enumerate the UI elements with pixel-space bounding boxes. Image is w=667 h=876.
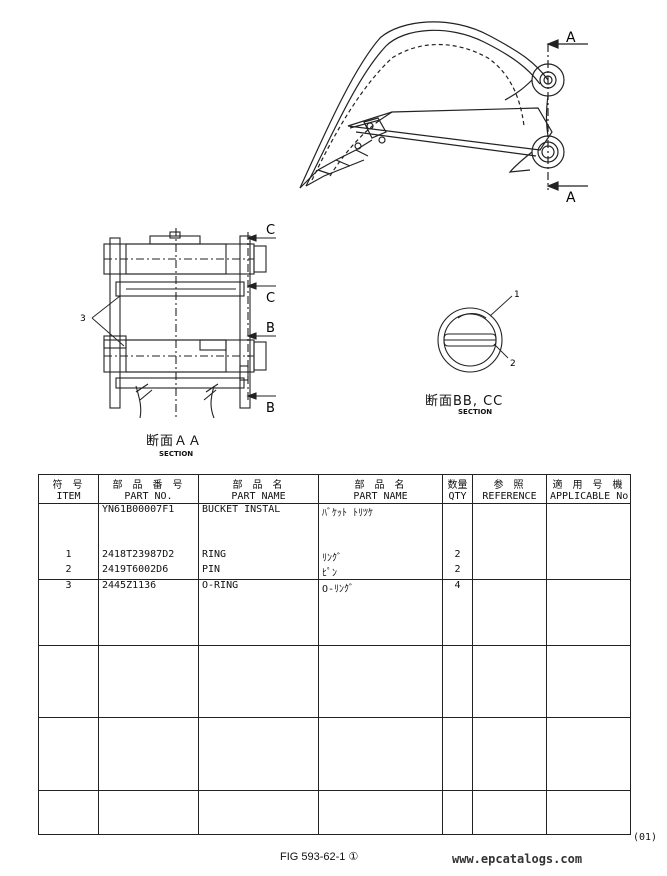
cell-part-no: YN61B00007F1 bbox=[98, 503, 199, 519]
table-row-blank bbox=[38, 790, 631, 835]
header-applicable: APPLICABLE No. bbox=[546, 491, 631, 504]
section-marker-a-bottom: A bbox=[566, 190, 576, 206]
header-part-no-jp: 部 品 番 号 bbox=[98, 474, 199, 491]
parts-list-table: 符 号 部 品 番 号 部 品 名 部 品 名 数量 参 照 適 用 号 機 I… bbox=[38, 474, 631, 835]
table-row: 3 2445Z1136 O-RING O-ﾘﾝｸﾞ 4 bbox=[38, 580, 631, 595]
cell-name-en: O-RING bbox=[198, 580, 319, 595]
cell-part-no: 2445Z1136 bbox=[98, 580, 199, 595]
table-header-en: ITEM PART NO. PART NAME PART NAME QTY RE… bbox=[38, 491, 631, 504]
cell-reference bbox=[472, 503, 547, 519]
cell-qty: 2 bbox=[442, 549, 473, 564]
header-part-no: PART NO. bbox=[98, 491, 199, 504]
table-row-blank bbox=[38, 595, 631, 645]
section-aa-subtitle: SECTION bbox=[159, 450, 194, 458]
section-aa-drawing: C C B B 3 bbox=[80, 223, 276, 419]
header-reference-jp: 参 照 bbox=[472, 474, 547, 491]
callout-1: 1 bbox=[514, 290, 520, 300]
cell-part-no: 2418T23987D2 bbox=[98, 549, 199, 564]
callout-3: 3 bbox=[80, 314, 86, 324]
cell-qty bbox=[442, 503, 473, 519]
section-marker-b-bottom: B bbox=[266, 401, 275, 416]
cell-qty: 4 bbox=[442, 580, 473, 595]
table-row: 1 2418T23987D2 RING ﾘﾝｸﾞ 2 bbox=[38, 549, 631, 564]
cell-name-jp: ﾊﾞｹｯﾄ ﾄﾘﾂｹ bbox=[318, 503, 443, 519]
section-bb-cc-drawing: 1 2 bbox=[437, 290, 520, 373]
bucket-side-view-drawing: A A bbox=[299, 21, 588, 206]
section-marker-a-top: A bbox=[566, 30, 576, 46]
cell-name-jp: ﾘﾝｸﾞ bbox=[318, 549, 443, 564]
table-row-blank bbox=[38, 645, 631, 718]
header-part-name-jp: 部 品 名 bbox=[198, 474, 319, 491]
cell-item: 2 bbox=[38, 564, 99, 580]
section-marker-c-top: C bbox=[266, 223, 275, 238]
page-code: (01) bbox=[633, 832, 658, 843]
cell-item: 3 bbox=[38, 580, 99, 595]
header-part-name-2: PART NAME bbox=[318, 491, 443, 504]
cell-name-jp: O-ﾘﾝｸﾞ bbox=[318, 580, 443, 595]
header-item: ITEM bbox=[38, 491, 99, 504]
section-aa-title: 断面ＡＡ bbox=[146, 434, 203, 449]
header-part-name: PART NAME bbox=[198, 491, 319, 504]
cell-item bbox=[38, 503, 99, 519]
header-reference: REFERENCE bbox=[472, 491, 547, 504]
cell-name-en: BUCKET INSTAL bbox=[198, 503, 319, 519]
header-item-jp: 符 号 bbox=[38, 474, 99, 491]
section-bb-cc-title: 断面BB, CC bbox=[425, 394, 504, 409]
table-row-blank bbox=[38, 718, 631, 790]
cell-applicable bbox=[546, 503, 631, 519]
cell-name-jp: ﾋﾟﾝ bbox=[318, 564, 443, 580]
cell-name-en: PIN bbox=[198, 564, 319, 580]
header-qty-jp: 数量 bbox=[442, 474, 473, 491]
table-row-assembly: YN61B00007F1 BUCKET INSTAL ﾊﾞｹｯﾄ ﾄﾘﾂｹ bbox=[38, 503, 631, 519]
cell-item: 1 bbox=[38, 549, 99, 564]
cell-part-no: 2419T6002D6 bbox=[98, 564, 199, 580]
cell-qty: 2 bbox=[442, 564, 473, 580]
table-row-spacer bbox=[38, 519, 631, 549]
header-qty: QTY bbox=[442, 491, 473, 504]
section-marker-b-top: B bbox=[266, 321, 275, 336]
header-applicable-jp: 適 用 号 機 bbox=[546, 474, 631, 491]
table-header-jp: 符 号 部 品 番 号 部 品 名 部 品 名 数量 参 照 適 用 号 機 bbox=[38, 474, 631, 491]
table-row: 2 2419T6002D6 PIN ﾋﾟﾝ 2 bbox=[38, 564, 631, 580]
header-part-name-jp-2: 部 品 名 bbox=[318, 474, 443, 491]
section-bb-cc-subtitle: SECTION bbox=[458, 408, 493, 416]
callout-2: 2 bbox=[510, 359, 516, 369]
watermark: www.epcatalogs.com bbox=[452, 852, 583, 866]
figure-reference: FIG 593-62-1 ① bbox=[280, 851, 359, 863]
cell-name-en: RING bbox=[198, 549, 319, 564]
section-marker-c-bottom: C bbox=[266, 291, 275, 306]
